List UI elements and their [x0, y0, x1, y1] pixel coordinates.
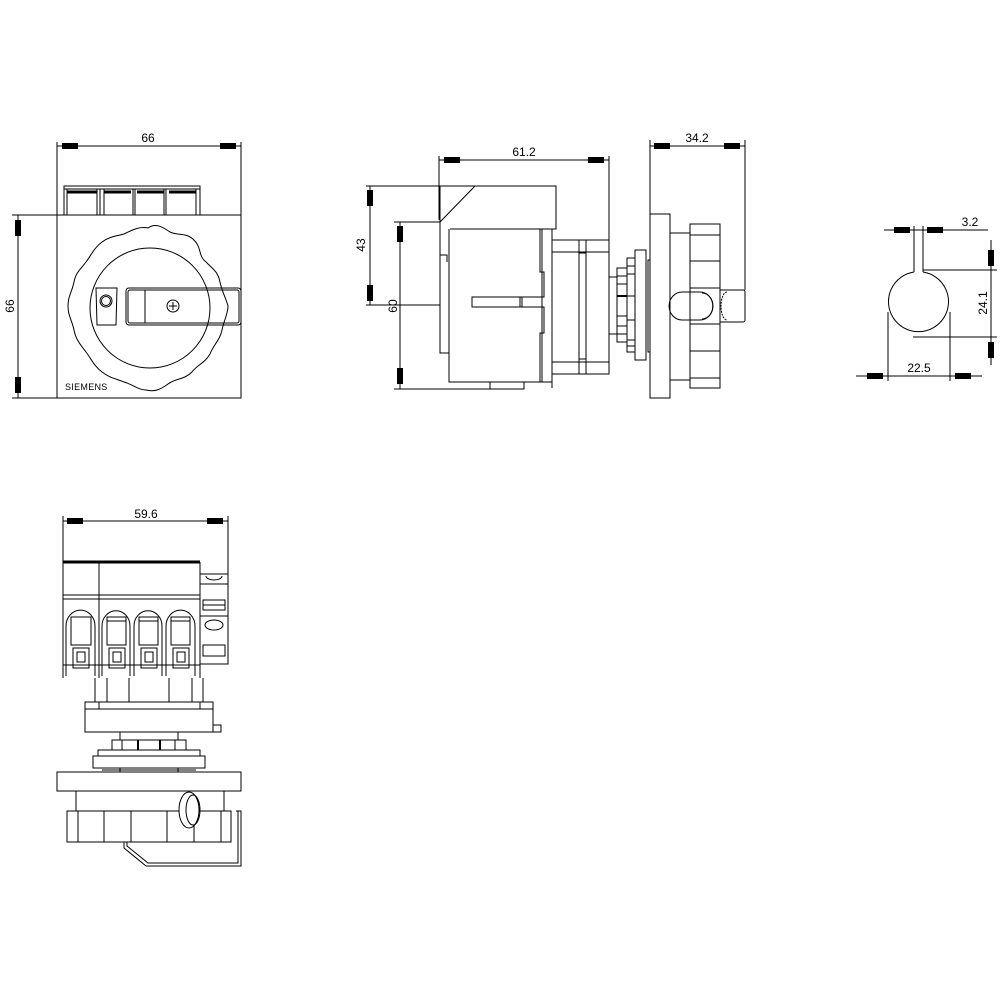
top-width-dim: 59.6: [134, 507, 158, 521]
terminal: [165, 609, 196, 676]
side-depth-dim: 61.2: [512, 145, 536, 159]
front-height-dim: 66: [3, 299, 17, 313]
side-view: 61.2 43 60: [354, 145, 651, 390]
side-upper-height-dim: 43: [354, 238, 368, 252]
front-width-dim: 66: [141, 131, 155, 145]
brand-label: SIEMENS: [65, 382, 108, 392]
cutout-diameter-dim: 22.5: [907, 361, 931, 375]
panel-cutout-view: 3.2 24.1 22.5: [856, 215, 997, 381]
terminal: [133, 610, 163, 676]
handle-side-view: 34.2: [649, 131, 746, 399]
terminal: [65, 609, 96, 676]
slot-width-dim: 3.2: [962, 215, 979, 229]
side-body-height-dim: 60: [386, 299, 400, 313]
terminal: [101, 610, 131, 676]
cutout-height-dim: 24.1: [976, 291, 990, 315]
handle-depth-dim: 34.2: [685, 131, 709, 145]
front-view: 66 66: [3, 131, 242, 399]
top-view: 59.6: [56, 507, 242, 867]
